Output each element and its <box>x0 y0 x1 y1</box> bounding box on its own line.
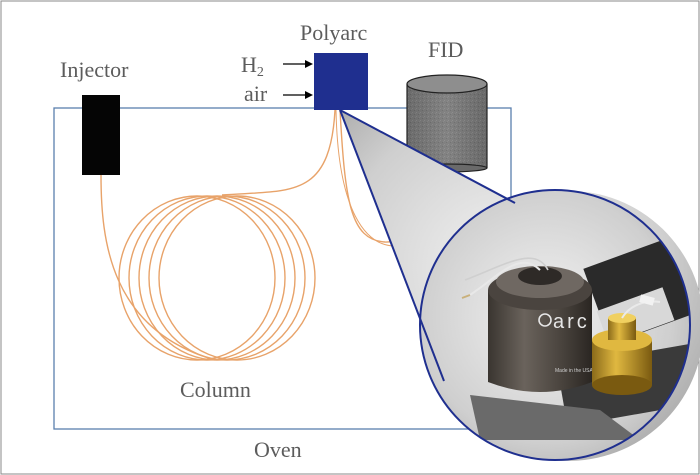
injector-label: Injector <box>60 57 129 82</box>
h2-main-text: H <box>241 52 257 77</box>
fid-cylinder <box>406 74 488 173</box>
injector-block <box>82 95 120 175</box>
polyarc-block <box>314 53 368 110</box>
column-from-injector <box>100 174 216 361</box>
callout-circle <box>419 189 691 461</box>
photo-wire <box>469 261 541 296</box>
air-arrow <box>283 91 313 99</box>
column-coil-loop <box>128 195 286 361</box>
air-label: air <box>244 81 268 106</box>
photo-small-text: Made in the USA <box>555 368 593 374</box>
callout-pointer-lower <box>339 109 445 382</box>
oven-label: Oven <box>254 437 302 462</box>
h2-arrow <box>283 60 313 68</box>
photo-brand-text: arc <box>553 311 590 333</box>
column-label: Column <box>180 377 251 402</box>
photo-reactor-body <box>488 290 592 392</box>
polyarc-photo: arc Made in the USA <box>420 190 690 460</box>
fid-label: FID <box>428 37 463 62</box>
callout-pointer <box>339 109 516 204</box>
polyarc-label: Polyarc <box>300 20 367 45</box>
column-coil-loop <box>158 195 316 361</box>
column-coil-loop <box>118 195 276 361</box>
h2-label: H2 <box>241 52 264 80</box>
column-to-polyarc <box>221 109 336 196</box>
column-coil-loop <box>148 195 306 361</box>
h2-subscript: 2 <box>257 65 264 80</box>
column-coil <box>118 195 316 361</box>
